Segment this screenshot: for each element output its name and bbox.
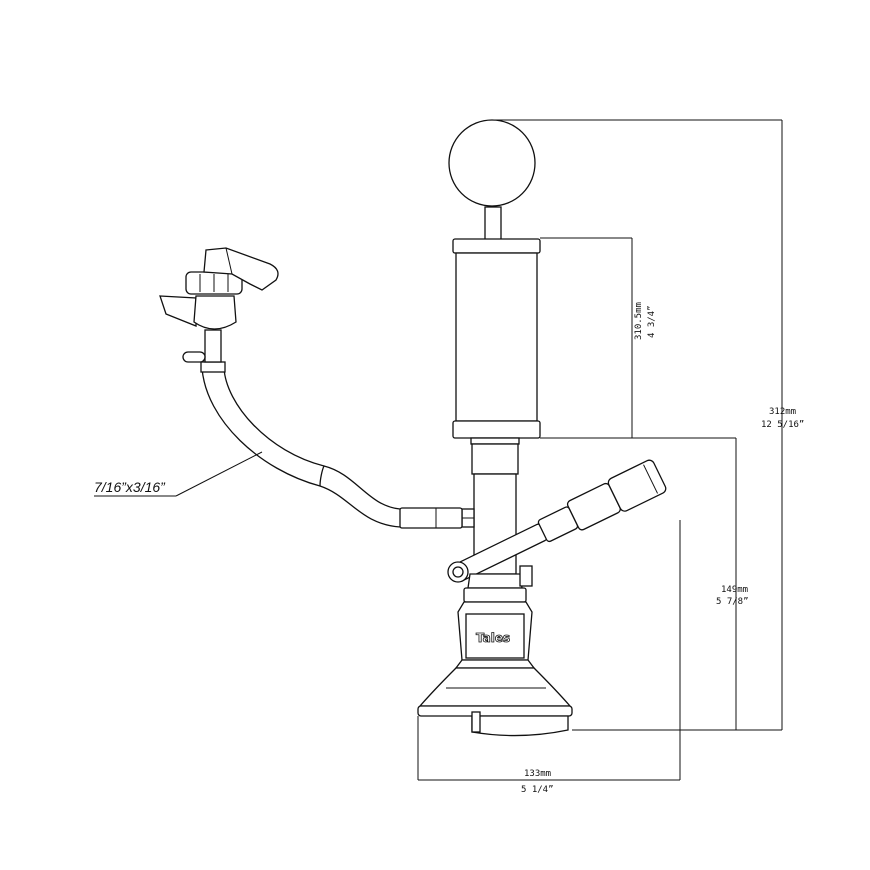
dimension-cylinder-height: 310.5mm 4 3/4” <box>540 237 736 439</box>
pump-stem <box>484 206 502 241</box>
base-flange <box>417 667 573 737</box>
hose-callout: 7/16”x3/16” <box>94 451 263 497</box>
pump-cylinder <box>452 238 541 439</box>
pump-handle-ball <box>448 119 536 207</box>
beer-hose <box>201 367 463 529</box>
overall-height-metric: 312mm <box>769 407 796 417</box>
base-to-cylinder-metric: 149mm <box>721 585 748 595</box>
base-to-cylinder-imperial: 5 7/8” <box>716 597 749 607</box>
coupler-head: Tales <box>454 565 536 669</box>
gas-inlet-valve <box>159 247 279 373</box>
cylinder-height-metric: 310.5mm <box>634 302 644 340</box>
cylinder-height-imperial: 4 3/4” <box>647 305 657 338</box>
base-width-metric: 133mm <box>524 769 551 779</box>
overall-height-imperial: 12 5/16” <box>761 420 804 430</box>
dimension-base-to-cylinder: 149mm 5 7/8” <box>716 438 749 730</box>
base-width-imperial: 5 1/4” <box>521 785 554 795</box>
hose-size-label: 7/16”x3/16” <box>94 479 166 495</box>
pump-handle <box>448 119 536 241</box>
brand-logo: Tales <box>476 631 510 645</box>
dimension-base-width: 133mm 5 1/4” <box>417 520 681 795</box>
dimension-overall-height: 312mm 12 5/16” <box>492 119 804 731</box>
lever-handle <box>451 459 667 583</box>
